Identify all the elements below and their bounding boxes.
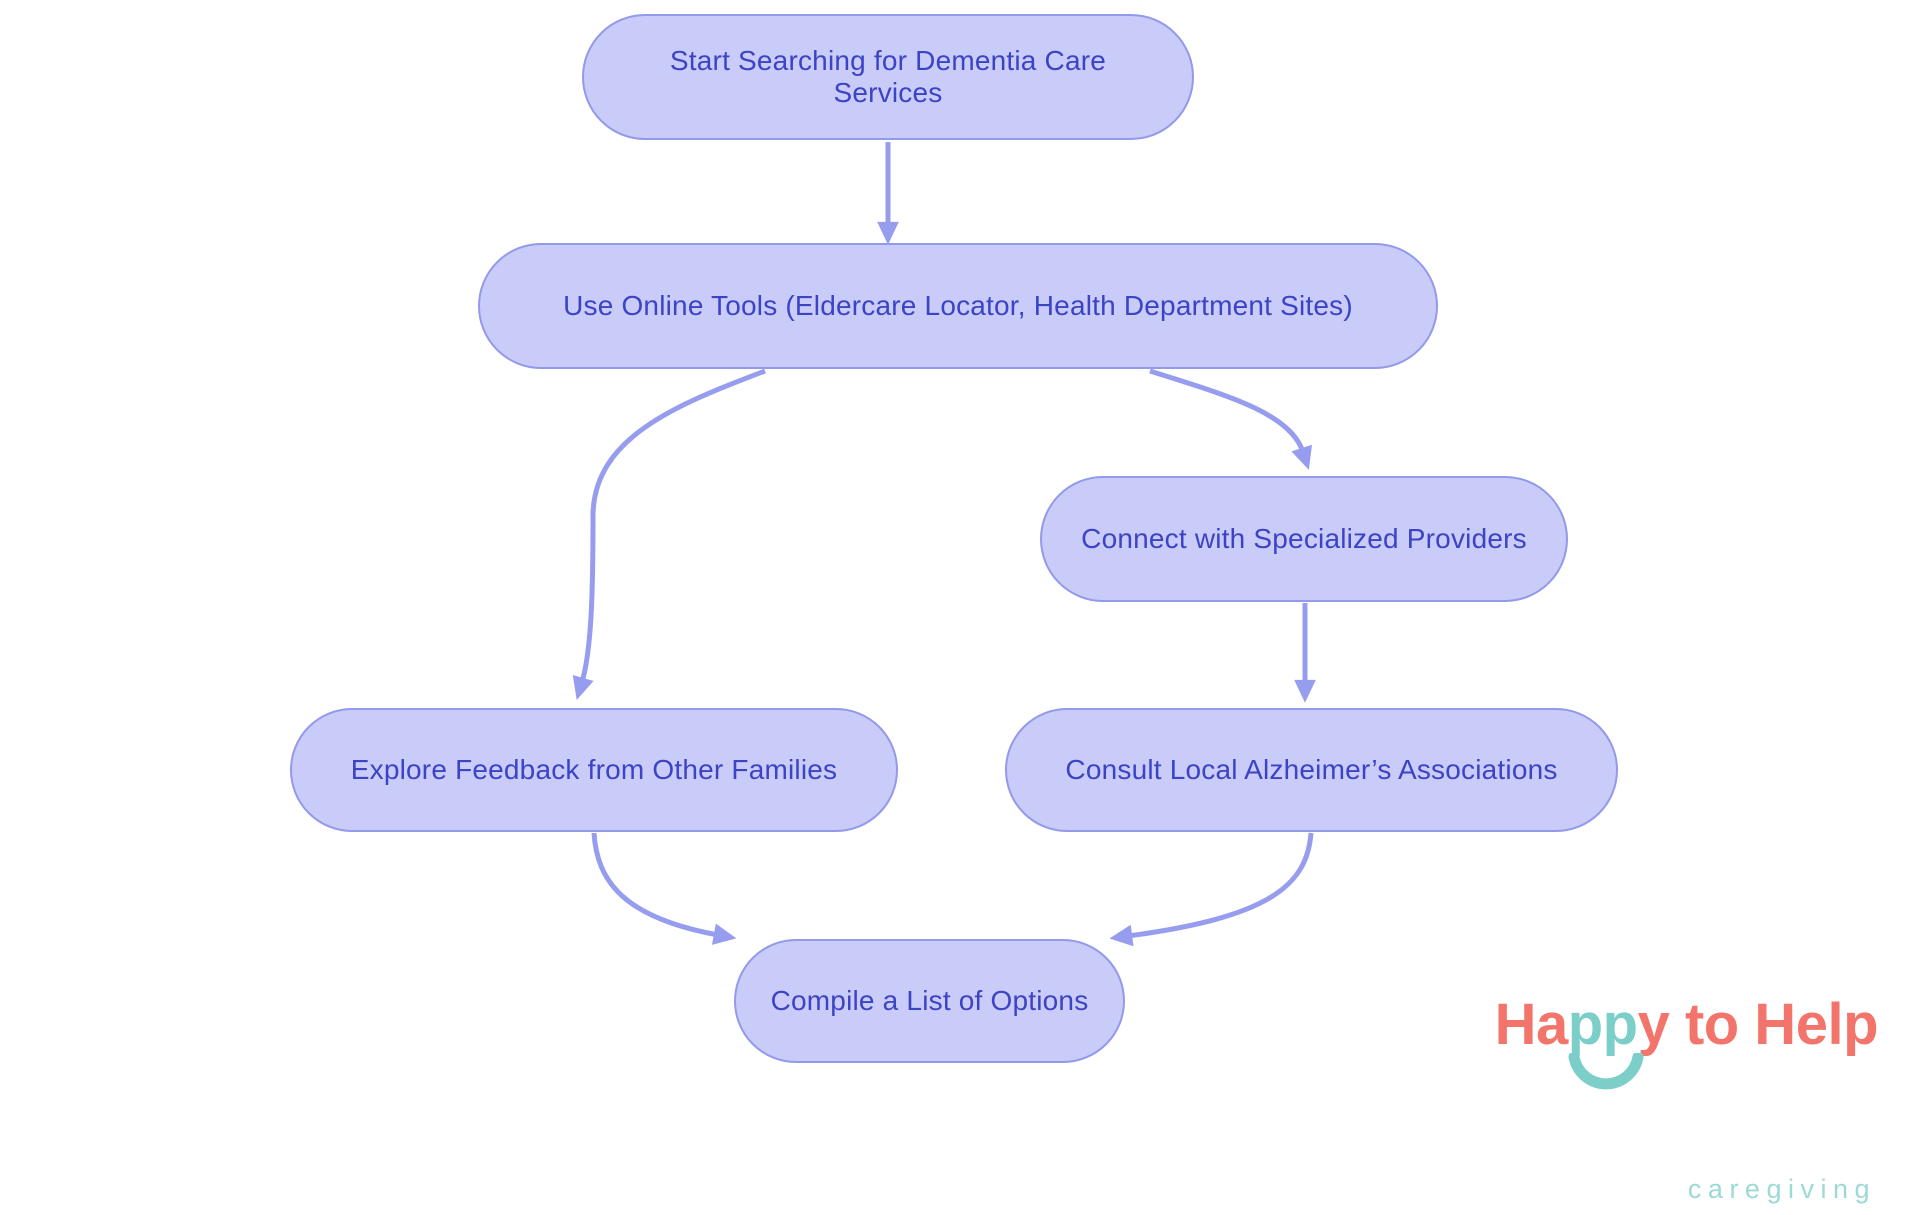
node-compile-list: Compile a List of Options	[734, 939, 1125, 1063]
logo-text-rest: y to Help	[1637, 992, 1879, 1058]
logo-happy-to-help: Happy to Help caregiving	[1494, 992, 1879, 1205]
node-explore-feedback: Explore Feedback from Other Families	[290, 708, 898, 832]
node-use-online-tools: Use Online Tools (Eldercare Locator, Hea…	[478, 243, 1438, 369]
logo-text-ha: Ha	[1494, 992, 1569, 1058]
node-label: Compile a List of Options	[770, 985, 1089, 1016]
logo-text-pp: pp	[1567, 992, 1638, 1058]
smile-icon	[1568, 1053, 1644, 1090]
edge-explore-feedback-to-compile-list	[591, 832, 737, 945]
logo-subtitle: caregiving	[1687, 1174, 1876, 1204]
node-connect-providers: Connect with Specialized Providers	[1040, 476, 1568, 602]
node-label: Use Online Tools (Eldercare Locator, Hea…	[563, 290, 1353, 321]
edge-online-tools-to-explore-feedback	[572, 368, 766, 700]
node-label: Start Searching for Dementia Care Servic…	[669, 45, 1107, 108]
node-start-searching: Start Searching for Dementia Care Servic…	[582, 14, 1194, 140]
node-consult-associations: Consult Local Alzheimer’s Associations	[1005, 708, 1618, 832]
node-label: Consult Local Alzheimer’s Associations	[1065, 754, 1558, 785]
logo-wordmark: Happy to Help	[1494, 992, 1879, 1178]
node-label: Connect with Specialized Providers	[1081, 523, 1527, 554]
edge-online-tools-to-connect-providers	[1149, 368, 1313, 470]
node-label: Explore Feedback from Other Families	[350, 754, 838, 785]
edge-consult-associations-to-compile-list	[1109, 832, 1314, 947]
